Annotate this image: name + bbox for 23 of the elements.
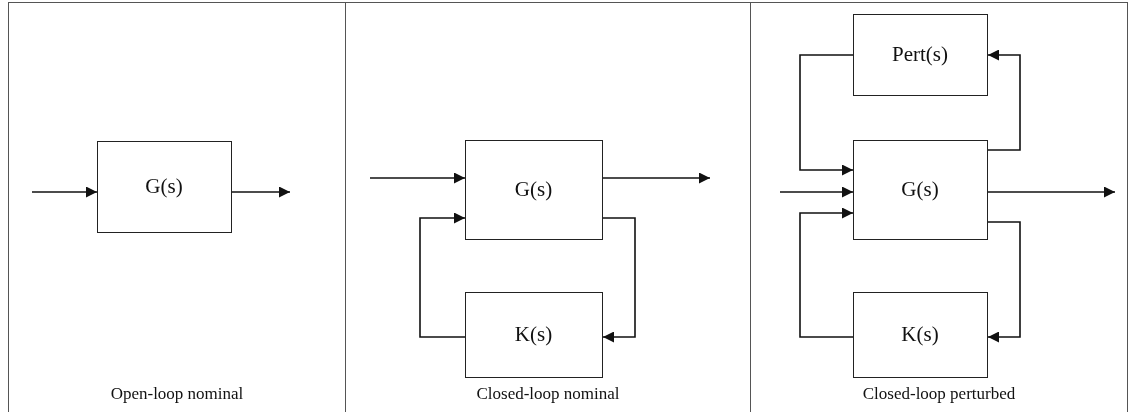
transfer-function-block: G(s) bbox=[852, 139, 988, 240]
panel-border bbox=[8, 2, 346, 412]
transfer-function-block: Pert(s) bbox=[852, 13, 988, 96]
arrow bbox=[231, 186, 291, 198]
arrow bbox=[799, 54, 854, 176]
arrow bbox=[419, 212, 466, 338]
arrow bbox=[987, 49, 1021, 151]
panel-border bbox=[750, 2, 1128, 412]
panel-caption: Closed-loop nominal bbox=[476, 384, 620, 404]
panel-caption: Open-loop nominal bbox=[110, 384, 244, 404]
arrow bbox=[799, 207, 854, 338]
transfer-function-block: K(s) bbox=[852, 291, 988, 378]
transfer-function-block: G(s) bbox=[464, 139, 603, 240]
transfer-function-block: K(s) bbox=[464, 291, 603, 378]
arrow bbox=[779, 186, 854, 198]
arrow bbox=[987, 186, 1116, 198]
arrow bbox=[987, 221, 1021, 343]
arrow bbox=[31, 186, 98, 198]
arrow bbox=[602, 217, 636, 343]
transfer-function-block: G(s) bbox=[96, 140, 232, 233]
arrow bbox=[602, 172, 711, 184]
panel-caption: Closed-loop perturbed bbox=[862, 384, 1016, 404]
arrow bbox=[369, 172, 466, 184]
